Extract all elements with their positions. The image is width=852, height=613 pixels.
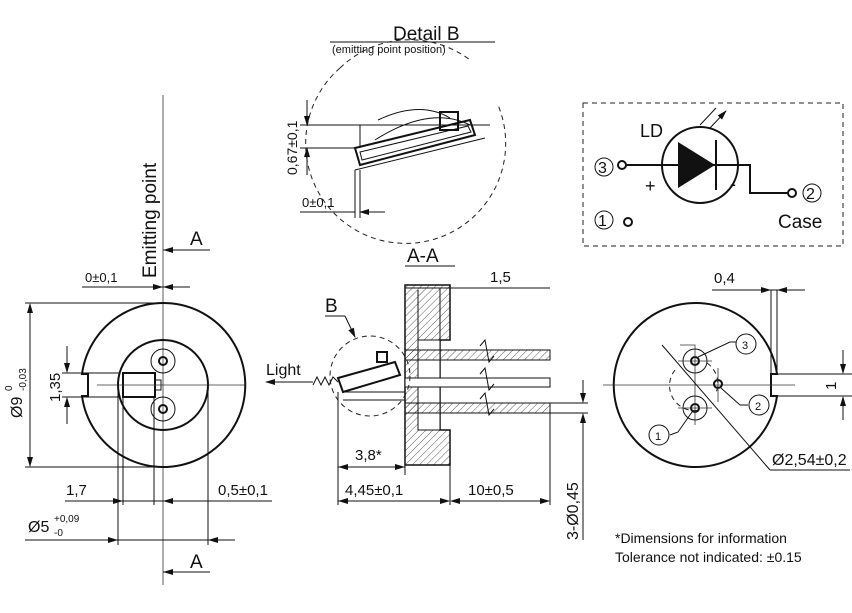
- section-title: A-A: [407, 246, 439, 267]
- notes: *Dimensions for information Tolerance no…: [615, 530, 802, 565]
- inner-diameter-tol-upper: +0,09: [54, 514, 80, 525]
- anode-sign: +: [645, 176, 656, 196]
- detail-b-height-dim: 0,67±0,1: [284, 120, 300, 175]
- outer-diameter-tol-upper: 0: [4, 385, 15, 391]
- detail-b-subtitle: (emitting point position): [332, 44, 446, 56]
- rear-view: Ø2,54±0,2 3 2 1 0,4 1: [603, 270, 852, 471]
- callout-pin3: 3: [742, 340, 748, 352]
- section-mark-bottom: A: [190, 552, 203, 573]
- case-label: Case: [778, 212, 822, 233]
- note-line-1: *Dimensions for information: [615, 530, 787, 546]
- dim-10: 10±0,5: [468, 482, 514, 499]
- inner-diameter-dim: Ø5: [28, 519, 49, 536]
- callout-pin2: 2: [755, 401, 761, 413]
- pin2-label: 2: [806, 186, 815, 203]
- detail-b: Detail B (emitting point position) 0,67±…: [284, 24, 507, 244]
- detail-b-offset-dim: 0±0,1: [302, 195, 334, 210]
- cathode-sign: -: [730, 174, 736, 194]
- callout-pin1: 1: [655, 431, 661, 443]
- outer-diameter-dim: Ø9: [9, 397, 26, 418]
- dim-1-7: 1,7: [66, 482, 87, 499]
- pin1-label: 1: [598, 213, 607, 230]
- detail-b-callout: B: [325, 296, 338, 317]
- ld-label: LD: [640, 121, 663, 141]
- dim-1-5: 1,5: [490, 269, 511, 286]
- note-line-2: Tolerance not indicated: ±0.15: [615, 549, 802, 565]
- pin-diameter-dim: 3-Ø0,45: [565, 482, 582, 540]
- pinout-schematic: LD 3 1 2 Case + -: [582, 103, 844, 247]
- light-label: Light: [266, 362, 301, 379]
- notch-width-dim: 1,35: [47, 373, 64, 402]
- emitting-point-label: Emitting point: [140, 162, 161, 278]
- section-mark-top: A: [190, 229, 203, 250]
- dim-0-4: 0,4: [714, 270, 735, 287]
- pin3-label: 3: [598, 160, 607, 177]
- dim-3-8: 3,8*: [355, 447, 382, 464]
- dim-0-5: 0,5±0,1: [218, 482, 268, 499]
- dim-4-45: 4,45±0,1: [345, 482, 403, 499]
- section-view: A-A B Light 1,5 3,8* 4,45±0,1: [265, 246, 588, 540]
- emitting-offset-dim: 0±0,1: [85, 270, 117, 285]
- outer-diameter-tol-lower: -0,03: [18, 368, 29, 391]
- notch-depth-dim: 1: [823, 382, 840, 390]
- inner-diameter-tol-lower: -0: [54, 528, 63, 539]
- front-view: Emitting point A A 0±0,1 Ø9 0 -0,03: [4, 95, 272, 585]
- pitch-diameter-dim: Ø2,54±0,2: [772, 452, 847, 469]
